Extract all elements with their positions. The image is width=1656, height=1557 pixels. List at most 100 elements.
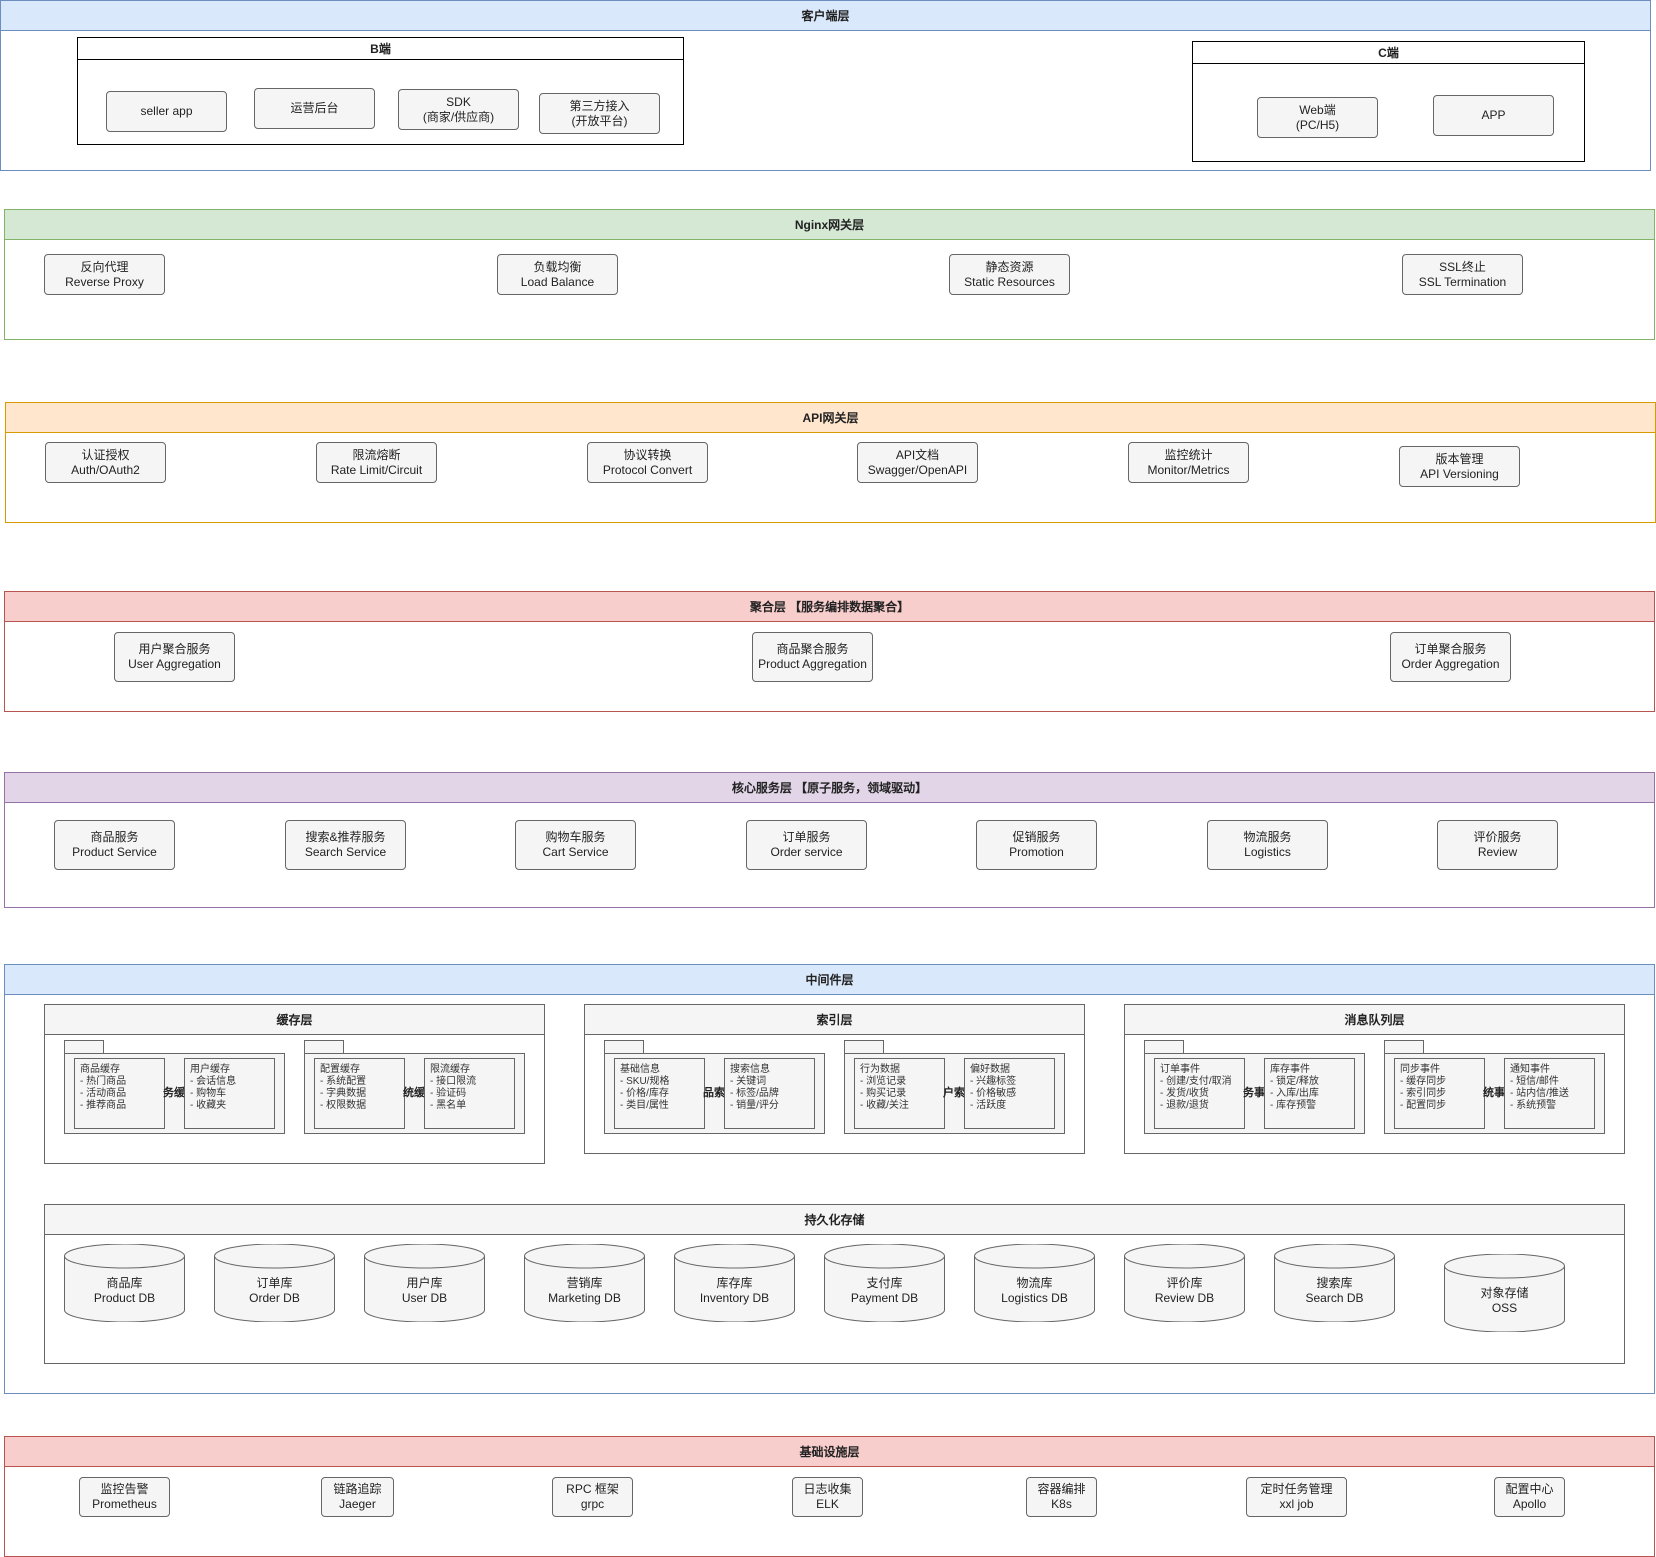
index-note: 行为数据 - 浏览记录 - 购买记录 - 收藏/关注	[854, 1058, 945, 1129]
database-cylinder: 搜索库 Search DB	[1274, 1244, 1395, 1322]
client-layer-title: 客户端层	[1, 1, 1650, 31]
nginx-layer: Nginx网关层	[4, 209, 1655, 340]
infra-item[interactable]: 配置中心 Apollo	[1494, 1477, 1565, 1517]
package-tab	[64, 1040, 104, 1053]
aggregation-layer-title: 聚合层 【服务编排数据聚合】	[5, 592, 1654, 622]
aggregation-layer: 聚合层 【服务编排数据聚合】	[4, 591, 1655, 712]
cache-note: 用户缓存 - 会话信息 - 购物车 - 收藏夹	[184, 1058, 275, 1129]
infra-item[interactable]: RPC 框架 grpc	[552, 1477, 633, 1517]
infra-layer: 基础设施层	[4, 1436, 1655, 1557]
database-cylinder: 物流库 Logistics DB	[974, 1244, 1095, 1322]
infra-item[interactable]: 日志收集 ELK	[792, 1477, 863, 1517]
database-cylinder: 营销库 Marketing DB	[524, 1244, 645, 1322]
middleware-layer: 中间件层	[4, 964, 1655, 1394]
api-item[interactable]: 限流熔断 Rate Limit/Circuit	[316, 442, 437, 483]
core-item[interactable]: 订单服务 Order service	[746, 820, 867, 870]
nginx-layer-title: Nginx网关层	[5, 210, 1654, 240]
cache-note: 限流缓存 - 接口限流 - 验证码 - 黑名单	[424, 1058, 515, 1129]
package-tab	[304, 1040, 344, 1053]
database-cylinder: 订单库 Order DB	[214, 1244, 335, 1322]
index-title: 索引层	[585, 1005, 1084, 1035]
database-label: 商品库 Product DB	[93, 1276, 156, 1305]
package-label: 品索	[703, 1087, 725, 1099]
database-icon	[214, 1244, 335, 1322]
package-label: 统事	[1483, 1087, 1505, 1099]
b-side-item[interactable]: seller app	[106, 91, 227, 132]
storage-title: 持久化存储	[45, 1205, 1624, 1235]
package-label: 户索	[943, 1087, 965, 1099]
database-label: 搜索库 Search DB	[1305, 1276, 1364, 1305]
package-label: 统缓	[403, 1087, 425, 1099]
database-icon	[64, 1244, 185, 1322]
database-cylinder: 支付库 Payment DB	[824, 1244, 945, 1322]
core-layer: 核心服务层 【原子服务，领域驱动】	[4, 772, 1655, 908]
core-item[interactable]: 促销服务 Promotion	[976, 820, 1097, 870]
package-label: 务事	[1243, 1087, 1265, 1099]
api-layer-title: API网关层	[6, 403, 1655, 433]
api-item[interactable]: 监控统计 Monitor/Metrics	[1128, 442, 1249, 483]
database-icon	[1274, 1244, 1395, 1322]
nginx-item[interactable]: SSL终止 SSL Termination	[1402, 254, 1523, 295]
database-icon	[674, 1244, 795, 1322]
infra-item[interactable]: 链路追踪 Jaeger	[321, 1477, 394, 1517]
nginx-item[interactable]: 静态资源 Static Resources	[949, 254, 1070, 295]
api-item[interactable]: 版本管理 API Versioning	[1399, 446, 1520, 487]
aggregation-item[interactable]: 商品聚合服务 Product Aggregation	[752, 632, 873, 682]
b-side-item[interactable]: 运营后台	[254, 88, 375, 129]
database-icon	[524, 1244, 645, 1322]
core-item[interactable]: 搜索&推荐服务 Search Service	[285, 820, 406, 870]
api-item[interactable]: 认证授权 Auth/OAuth2	[45, 442, 166, 483]
cache-note: 配置缓存 - 系统配置 - 字典数据 - 权限数据	[314, 1058, 405, 1129]
api-item[interactable]: API文档 Swagger/OpenAPI	[857, 442, 978, 483]
database-label: 营销库 Marketing DB	[548, 1276, 621, 1305]
package-label: 务缓	[163, 1087, 185, 1099]
cache-title: 缓存层	[45, 1005, 544, 1035]
nginx-item[interactable]: 反向代理 Reverse Proxy	[44, 254, 165, 295]
index-note: 搜索信息 - 关键词 - 标签/品牌 - 销量/评分	[724, 1058, 815, 1129]
package-tab	[1144, 1040, 1184, 1053]
infra-item[interactable]: 监控告警 Prometheus	[79, 1477, 170, 1517]
database-label: 对象存储 OSS	[1480, 1286, 1529, 1315]
c-side-item[interactable]: APP	[1433, 95, 1554, 136]
b-side-title: B端	[78, 38, 683, 60]
c-side-item[interactable]: Web端 (PC/H5)	[1257, 97, 1378, 138]
database-cylinder: 评价库 Review DB	[1124, 1244, 1245, 1322]
cache-note: 商品缓存 - 热门商品 - 活动商品 - 推荐商品	[74, 1058, 165, 1129]
package-tab	[1384, 1040, 1424, 1053]
database-icon	[1444, 1254, 1565, 1332]
database-label: 用户库 User DB	[401, 1276, 448, 1305]
b-side-item[interactable]: 第三方接入 (开放平台)	[539, 93, 660, 134]
database-cylinder: 库存库 Inventory DB	[674, 1244, 795, 1322]
b-side-item[interactable]: SDK (商家/供应商)	[398, 89, 519, 130]
mq-note: 订单事件 - 创建/支付/取消 - 发货/收货 - 退款/退货	[1154, 1058, 1245, 1129]
core-item[interactable]: 购物车服务 Cart Service	[515, 820, 636, 870]
aggregation-item[interactable]: 订单聚合服务 Order Aggregation	[1390, 632, 1511, 682]
package-tab	[844, 1040, 884, 1053]
package-tab	[604, 1040, 644, 1053]
api-layer: API网关层	[5, 402, 1656, 523]
database-icon	[1124, 1244, 1245, 1322]
core-item[interactable]: 商品服务 Product Service	[54, 820, 175, 870]
database-cylinder: 用户库 User DB	[364, 1244, 485, 1322]
mq-note: 同步事件 - 缓存同步 - 索引同步 - 配置同步	[1394, 1058, 1485, 1129]
database-label: 支付库 Payment DB	[850, 1276, 919, 1305]
core-item[interactable]: 评价服务 Review	[1437, 820, 1558, 870]
aggregation-item[interactable]: 用户聚合服务 User Aggregation	[114, 632, 235, 682]
database-cylinder: 商品库 Product DB	[64, 1244, 185, 1322]
mq-note: 库存事件 - 锁定/释放 - 入库/出库 - 库存预警	[1264, 1058, 1355, 1129]
database-icon	[364, 1244, 485, 1322]
database-icon	[974, 1244, 1095, 1322]
core-item[interactable]: 物流服务 Logistics	[1207, 820, 1328, 870]
nginx-item[interactable]: 负载均衡 Load Balance	[497, 254, 618, 295]
client-layer: 客户端层	[0, 0, 1651, 171]
middleware-layer-title: 中间件层	[5, 965, 1654, 995]
database-label: 库存库 Inventory DB	[699, 1276, 770, 1305]
infra-item[interactable]: 定时任务管理 xxl job	[1246, 1477, 1347, 1517]
api-item[interactable]: 协议转换 Protocol Convert	[587, 442, 708, 483]
database-label: 订单库 Order DB	[249, 1276, 300, 1305]
core-layer-title: 核心服务层 【原子服务，领域驱动】	[5, 773, 1654, 803]
index-note: 基础信息 - SKU/规格 - 价格/库存 - 类目/属性	[614, 1058, 705, 1129]
database-icon	[824, 1244, 945, 1322]
infra-item[interactable]: 容器编排 K8s	[1026, 1477, 1097, 1517]
index-note: 偏好数据 - 兴趣标签 - 价格敏感 - 活跃度	[964, 1058, 1055, 1129]
